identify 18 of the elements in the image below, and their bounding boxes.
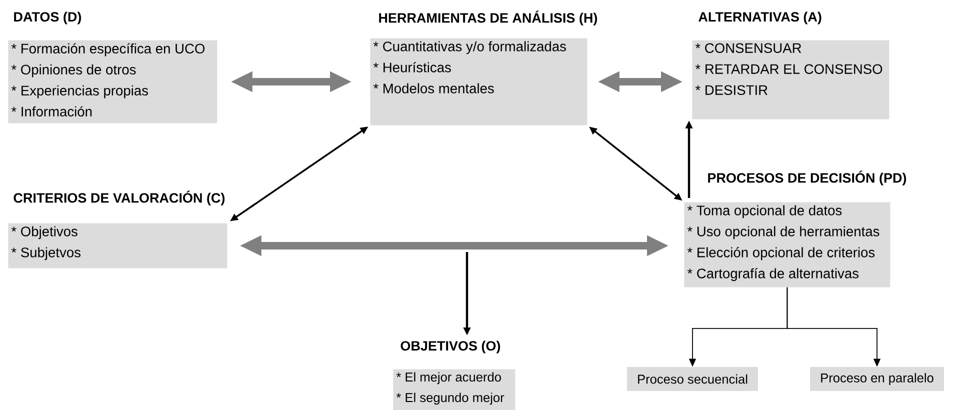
process-box: Proceso secuencial [627,367,758,391]
node-label: * Opiniones de otros [11,64,136,78]
heading: CRITERIOS DE VALORACIÓN (C) [14,190,225,206]
item-box: * Toma opcional de datos * Uso opcional de herramientas * Elección opcional de criterios * Cartografía de alternativas [684,202,890,288]
process-box: Proceso en paralelo [810,367,944,391]
node-label: * Experiencias propias [11,85,148,98]
heading: HERRAMIENTAS DE ANÁLISIS (H) [379,10,598,26]
heading: OBJETIVOS (O) [400,340,500,354]
item-box: * El mejor acuerdo * El segundo mejor [393,369,516,410]
node-label: * Información [11,106,92,117]
item-box: * CONSENSUAR * RETARDAR EL CONSENSO * DESISTIR [692,40,890,120]
item-box: * Formación específica en UCO * Opiniones de otros * Experiencias propias * Información [8,40,218,124]
node-label: * Formación específica en UCO [11,43,205,56]
heading: ALTERNATIVAS (A) [698,12,822,24]
heading: DATOS (D) [14,12,82,24]
heading: PROCESOS DE DECISIÓN (PD) [708,170,906,186]
item-box: * Cuantitativas y/o formalizadas * Heurísticas * Modelos mentales [370,38,588,126]
item-box: * Objetivos * Subjetvos [8,223,228,268]
